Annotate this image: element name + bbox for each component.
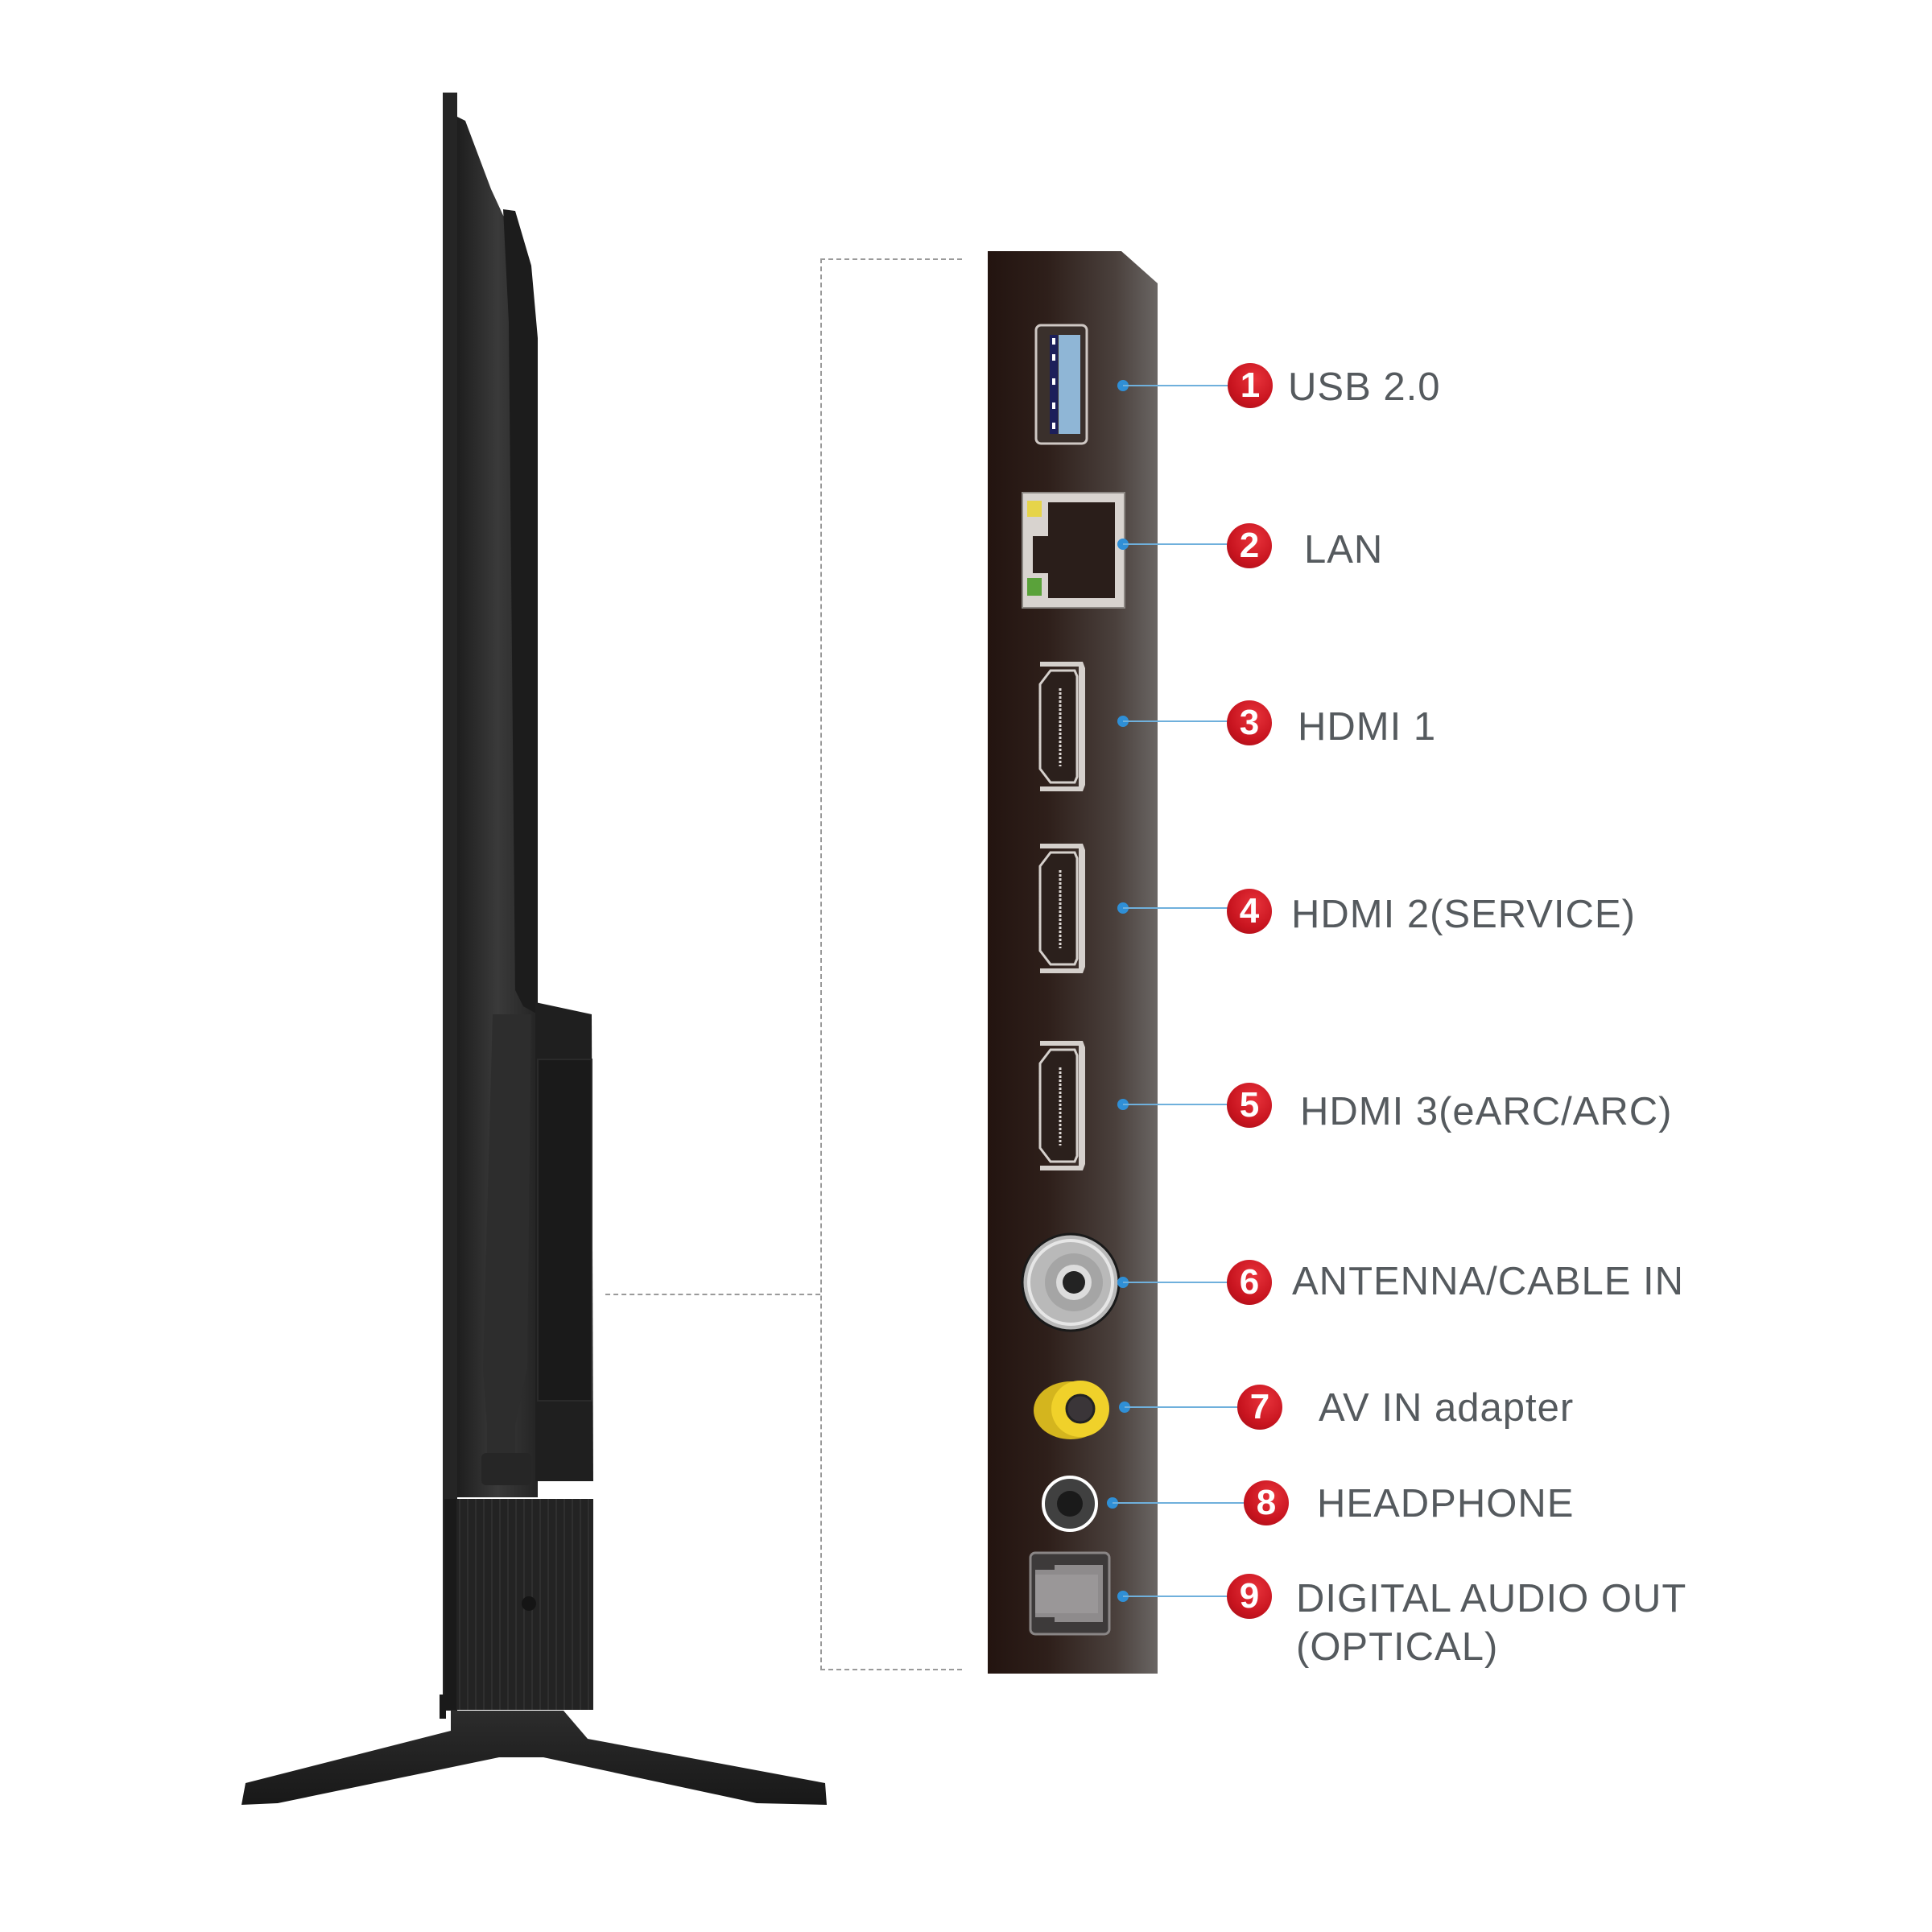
number-badge: 7 bbox=[1237, 1385, 1282, 1430]
rca-port-icon bbox=[1034, 1381, 1109, 1439]
number-badge: 5 bbox=[1227, 1083, 1272, 1128]
zoom-bracket-connector bbox=[605, 1294, 820, 1295]
usb-port-icon bbox=[1034, 324, 1088, 445]
number-badge: 9 bbox=[1227, 1574, 1272, 1619]
hdmi-port-icon bbox=[1038, 1041, 1085, 1170]
leader-line bbox=[1123, 907, 1228, 909]
port-label-line2: (OPTICAL) bbox=[1296, 1625, 1499, 1669]
leader-line bbox=[1123, 1282, 1228, 1283]
port-label: DIGITAL AUDIO OUT bbox=[1296, 1577, 1687, 1620]
coax-port-icon bbox=[1021, 1232, 1121, 1332]
leader-line bbox=[1113, 1502, 1245, 1504]
port-label: LAN bbox=[1304, 528, 1384, 572]
port-label: HDMI 1 bbox=[1298, 705, 1437, 749]
port-label: HDMI 2(SERVICE) bbox=[1291, 893, 1636, 936]
hdmi-port-icon bbox=[1038, 662, 1085, 791]
hdmi-port-icon bbox=[1038, 844, 1085, 973]
number-badge: 2 bbox=[1227, 523, 1272, 568]
port-label: HEADPHONE bbox=[1317, 1482, 1575, 1525]
tv-body bbox=[440, 93, 593, 1719]
leader-line bbox=[1123, 543, 1228, 545]
leader-line bbox=[1125, 1406, 1237, 1408]
zoom-bracket-frame bbox=[820, 258, 962, 1670]
number-badge: 6 bbox=[1227, 1260, 1272, 1305]
port-label: ANTENNA/CABLE IN bbox=[1292, 1260, 1685, 1303]
leader-line bbox=[1123, 385, 1228, 386]
port-label: USB 2.0 bbox=[1288, 365, 1441, 409]
number-badge: 4 bbox=[1227, 889, 1272, 934]
leader-line bbox=[1123, 1104, 1228, 1105]
leader-line bbox=[1123, 720, 1228, 722]
tv-stand bbox=[242, 1711, 827, 1805]
port-label: AV IN adapter bbox=[1319, 1386, 1575, 1430]
leader-line bbox=[1123, 1596, 1228, 1597]
number-badge: 1 bbox=[1228, 363, 1273, 408]
port-label: HDMI 3(eARC/ARC) bbox=[1300, 1090, 1673, 1133]
number-badge: 8 bbox=[1244, 1480, 1289, 1525]
number-badge: 3 bbox=[1227, 700, 1272, 745]
ethernet-port-icon bbox=[1022, 492, 1125, 609]
optical-port-icon bbox=[1029, 1551, 1111, 1636]
headphone-jack-icon bbox=[1042, 1476, 1098, 1532]
